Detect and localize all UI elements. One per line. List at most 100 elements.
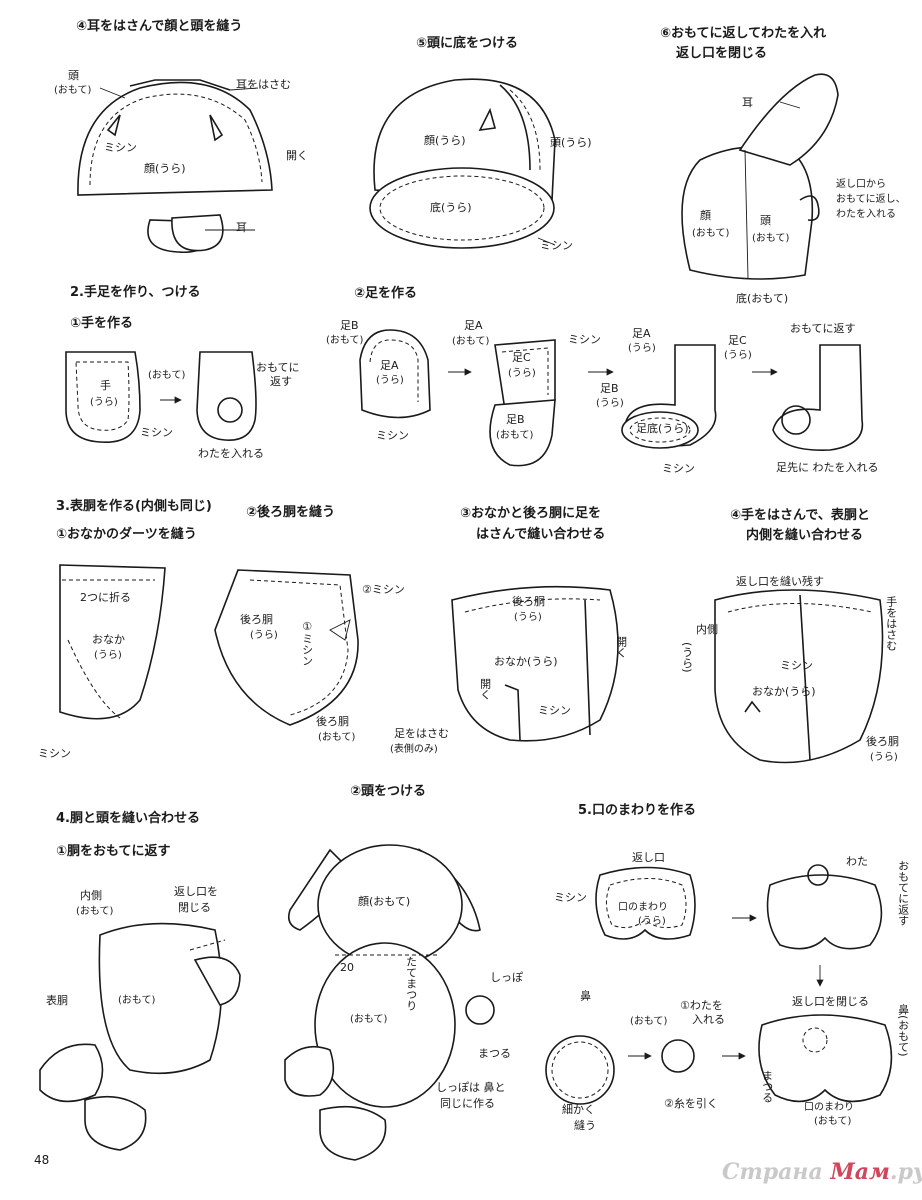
section4-sub2: ②頭をつける: [350, 784, 427, 799]
label-side-omote: おもてに返す: [896, 860, 910, 926]
label-kaeshi-tojiru-2: 閉じる: [178, 901, 211, 914]
label-wata-ireru-1: ①わたを: [680, 999, 723, 1012]
section2-sub2: ②足を作る: [354, 286, 418, 301]
label-onaka: おなか: [92, 633, 125, 646]
label-mishin-foot1: ミシン: [376, 429, 409, 442]
label-hiraku-body: 開く: [614, 636, 628, 658]
label-omote-kaesu-2: 返す: [270, 375, 292, 388]
section3-sub3-line2: はさんで縫い合わせる: [476, 527, 606, 542]
body-pieces-drawing: [59, 564, 884, 764]
label-ashiB-ura-3: (うら): [596, 398, 624, 409]
section3-title: 3.表胴を作る(内側も同じ): [56, 499, 212, 514]
label-soko-omote: 底(おもて): [736, 292, 789, 305]
label-ashizoko: 足底(うら): [636, 422, 689, 435]
bunny-assembled-drawing: [284, 844, 495, 1161]
label-tatematsuri: たてまつり: [404, 956, 418, 1011]
label-te-hasamu: 手をはさむ: [884, 596, 898, 651]
label-kaeshi-1: 返し口から: [836, 179, 886, 190]
label-kaeshiguchi: 返し口: [632, 851, 665, 864]
label-omote-kaesu-1: おもてに: [256, 361, 300, 374]
label-ashiB-3: 足B: [600, 382, 619, 395]
label-onaka-ura-3: おなか(うら): [494, 655, 558, 668]
label-kaeshi-tojiru-mouth: 返し口を閉じる: [792, 995, 869, 1008]
label-te: 手: [100, 379, 111, 392]
foot-drawing: [359, 329, 864, 467]
section3-sub4-line2: 内側を縫い合わせる: [746, 528, 864, 543]
label-mishin-dart: ミシン: [38, 747, 71, 760]
label-kaeshi-2: おもてに返し、: [836, 194, 906, 205]
label-ashiC-1: 足C: [512, 351, 531, 364]
label-ushiro-ura-4: (うら): [870, 752, 898, 763]
section3-sub2: ②後ろ胴を縫う: [246, 505, 336, 520]
label-kao-omote-bunny: 顔(おもて): [358, 895, 411, 908]
label-hyoudou-omote: (おもて): [118, 995, 156, 1006]
label-mimi: 耳: [236, 221, 247, 234]
label-wata-mouth: わた: [846, 855, 868, 868]
label-hana: 鼻: [578, 990, 592, 1001]
label-ashisaki: 足先に わたを入れる: [776, 461, 879, 474]
label-bunny-omote: (おもて): [350, 1014, 388, 1025]
label-shippo: しっぽ: [490, 971, 523, 984]
label-mishin-foot2: ミシン: [568, 333, 601, 346]
step4-title: ④耳をはさんで顔と頭を縫う: [76, 19, 243, 34]
label-shippo-note-2: 同じに作る: [440, 1097, 495, 1110]
label-hana-omote: (おもて): [630, 1016, 668, 1027]
label-matsuru-bunny: まつる: [478, 1047, 511, 1060]
label-atama-2: 頭: [760, 214, 771, 227]
label-te-omote: (おもて): [148, 370, 186, 381]
step6-title-line1: ⑥おもてに返してわたを入れ: [660, 26, 827, 41]
body-turned-drawing: [39, 922, 241, 1151]
label-matsuru-mouth: まつる: [760, 1070, 774, 1103]
label-kao-omote: (おもて): [692, 228, 730, 239]
label-kuchi: 口のまわり: [618, 902, 668, 913]
watermark: Страна Мам.ру: [722, 1159, 922, 1185]
label-kuchi-omote-1: 口のまわり: [804, 1102, 854, 1113]
label-ashiB-omote-2: (おもて): [496, 430, 534, 441]
label-hyoudou: 表胴: [46, 994, 68, 1007]
label-ashiC-ura: (うら): [508, 368, 536, 379]
label-ashiC-2: 足C: [728, 334, 747, 347]
label-mishin-head: ミシン: [104, 141, 137, 154]
watermark-part2: Мам: [830, 1159, 890, 1185]
label-wata-ireru-2: 入れる: [692, 1013, 725, 1026]
page-number: 48: [34, 1153, 50, 1167]
label-ashiC-ura-2: (うら): [724, 350, 752, 361]
section3-sub3-line1: ③おなかと後ろ胴に足を: [460, 506, 602, 521]
label-ashiA-1: 足A: [380, 359, 399, 372]
label-onaka-ura-4: おなか(うら): [752, 685, 816, 698]
label-hyou-nomi: (表側のみ): [390, 744, 438, 755]
label-twenty: 20: [340, 961, 354, 974]
label-kaeshi-tojiru-1: 返し口を: [174, 885, 218, 898]
label-ushiro-4: 後ろ胴: [866, 735, 899, 748]
label-wata-hand: わたを入れる: [198, 447, 264, 460]
label-ashiB-2: 足B: [506, 413, 525, 426]
label-kuchi-omote-2: (おもて): [814, 1116, 852, 1127]
label-ushiro-2: 後ろ胴: [316, 715, 349, 728]
label-ashiA-2: 足A: [464, 319, 483, 332]
label-mishin-hand: ミシン: [140, 426, 173, 439]
label-mishin-inner: ミシン: [780, 659, 813, 672]
label-kao-ura-2: 顔(うら): [424, 134, 466, 147]
label-ito: ②糸を引く: [664, 1097, 718, 1110]
label-ushiro-3: 後ろ胴: [512, 595, 545, 608]
section3-sub1: ①おなかのダーツを縫う: [56, 527, 197, 542]
label-hiraku-body-2: 開く: [478, 678, 492, 700]
label-omote-kaesu-foot: おもてに返す: [790, 322, 856, 335]
mouth-nose-drawing: [545, 864, 893, 1105]
label-onaka-ura: (うら): [94, 650, 122, 661]
label-ushiro-ura-3: (うら): [514, 612, 542, 623]
label-hana-side: 鼻(おもて): [896, 1004, 910, 1057]
label-kaeshi-nokosu: 返し口を縫い残す: [736, 575, 824, 588]
label-mimi-hasamu: 耳をはさむ: [236, 78, 291, 91]
label-mishin-2: ②ミシン: [362, 583, 405, 596]
label-hiraku: 開く: [286, 149, 308, 162]
label-ashiA-omote: (おもて): [452, 336, 490, 347]
label-mishin-bottom: ミシン: [540, 239, 573, 252]
label-ashiA-ura-3: (うら): [628, 343, 656, 354]
label-ushiro-omote: (おもて): [318, 732, 356, 743]
label-atama-omote: (おもて): [752, 233, 790, 244]
label-uchigawa-omote: (おもて): [76, 906, 114, 917]
label-ushiro-ura: (うら): [250, 630, 278, 641]
section5-title: 5.口のまわりを作る: [578, 803, 696, 818]
section4-title: 4.胴と頭を縫い合わせる: [56, 811, 200, 826]
